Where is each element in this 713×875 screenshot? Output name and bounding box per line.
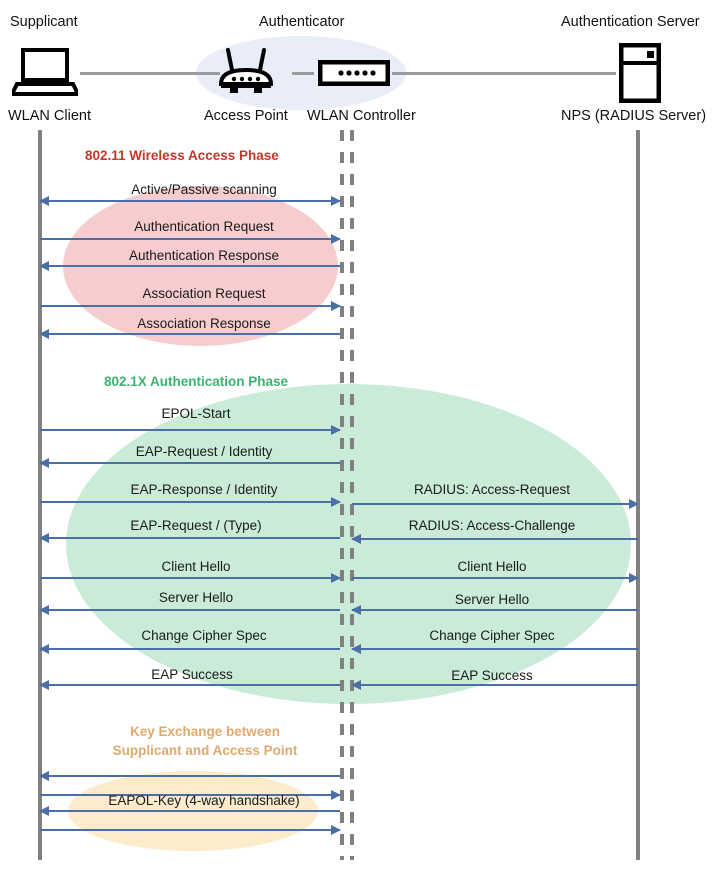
- message-arrow: [40, 497, 341, 507]
- phase-title-wireless-access: 802.11 Wireless Access Phase: [85, 148, 279, 163]
- message-label: EAP-Response / Identity: [130, 482, 278, 497]
- message-label: EAPOL-Key (4-way handshake): [108, 793, 300, 808]
- message-label: Active/Passive scanning: [131, 182, 277, 197]
- message-arrow: [39, 329, 340, 339]
- role-label-authentication-server: Authentication Server: [561, 14, 700, 30]
- phase-title-dot1x: 802.1X Authentication Phase: [104, 374, 289, 389]
- lifeline-wlan-controller: [350, 130, 354, 860]
- laptop-icon: [8, 48, 82, 101]
- server-icon: [618, 42, 662, 108]
- message-label: Association Response: [137, 316, 271, 331]
- message-label: Association Request: [142, 286, 266, 301]
- message-label: Change Cipher Spec: [141, 628, 267, 643]
- node-name-nps-radius-server: NPS (RADIUS Server): [561, 108, 707, 124]
- message-arrow: [40, 425, 341, 435]
- lifeline-authentication-server: [636, 130, 640, 860]
- message-label: EAP Success: [451, 668, 533, 683]
- message-arrow: [39, 196, 340, 206]
- message-arrow: [39, 533, 340, 543]
- message-arrow: [352, 499, 639, 509]
- message-arrow: [39, 605, 340, 615]
- network-controller-icon: [317, 59, 391, 91]
- wire-client-ap: [80, 72, 220, 75]
- message-arrow: [39, 261, 340, 271]
- phase-title-key-exchange: Key Exchange between Supplicant and Acce…: [90, 722, 320, 760]
- role-label-supplicant: Supplicant: [10, 14, 78, 30]
- message-arrow: [39, 458, 340, 468]
- message-label: EAP Success: [151, 667, 233, 682]
- message-arrow: [351, 644, 638, 654]
- message-arrow: [351, 680, 638, 690]
- message-label: Client Hello: [161, 559, 231, 574]
- message-label: EPOL-Start: [161, 406, 231, 421]
- message-label: Change Cipher Spec: [429, 628, 555, 643]
- role-label-authenticator: Authenticator: [259, 14, 345, 30]
- message-arrow: [352, 573, 639, 583]
- lifeline-supplicant: [38, 130, 42, 860]
- message-arrow: [40, 790, 341, 800]
- message-arrow: [39, 680, 340, 690]
- message-arrow: [40, 573, 341, 583]
- message-label: RADIUS: Access-Challenge: [408, 518, 576, 533]
- message-label: Server Hello: [454, 592, 530, 607]
- message-label: RADIUS: Access-Request: [413, 482, 571, 497]
- message-arrow: [40, 234, 341, 244]
- message-label: Authentication Response: [128, 248, 280, 263]
- wire-controller-server: [392, 72, 616, 75]
- message-arrow: [39, 806, 340, 816]
- wireless-router-icon: [216, 44, 276, 101]
- message-arrow: [39, 771, 340, 781]
- message-arrow: [351, 605, 638, 615]
- node-name-wlan-controller: WLAN Controller: [307, 108, 416, 124]
- phase-title-key-exchange-line2: Supplicant and Access Point: [112, 743, 298, 758]
- message-arrow: [39, 644, 340, 654]
- message-arrow: [351, 534, 638, 544]
- message-arrow: [40, 825, 341, 835]
- wire-ap-controller: [292, 72, 314, 75]
- node-name-wlan-client: WLAN Client: [8, 108, 91, 124]
- lifeline-access-point: [340, 130, 344, 860]
- message-label: EAP-Request / (Type): [130, 518, 262, 533]
- node-name-access-point: Access Point: [204, 108, 288, 124]
- message-label: Server Hello: [158, 590, 234, 605]
- message-label: EAP-Request / Identity: [135, 444, 273, 459]
- phase-ellipse-dot1x: [66, 384, 631, 704]
- message-arrow: [40, 301, 341, 311]
- message-label: Client Hello: [457, 559, 527, 574]
- message-label: Authentication Request: [134, 219, 274, 234]
- phase-title-key-exchange-line1: Key Exchange between: [129, 724, 281, 739]
